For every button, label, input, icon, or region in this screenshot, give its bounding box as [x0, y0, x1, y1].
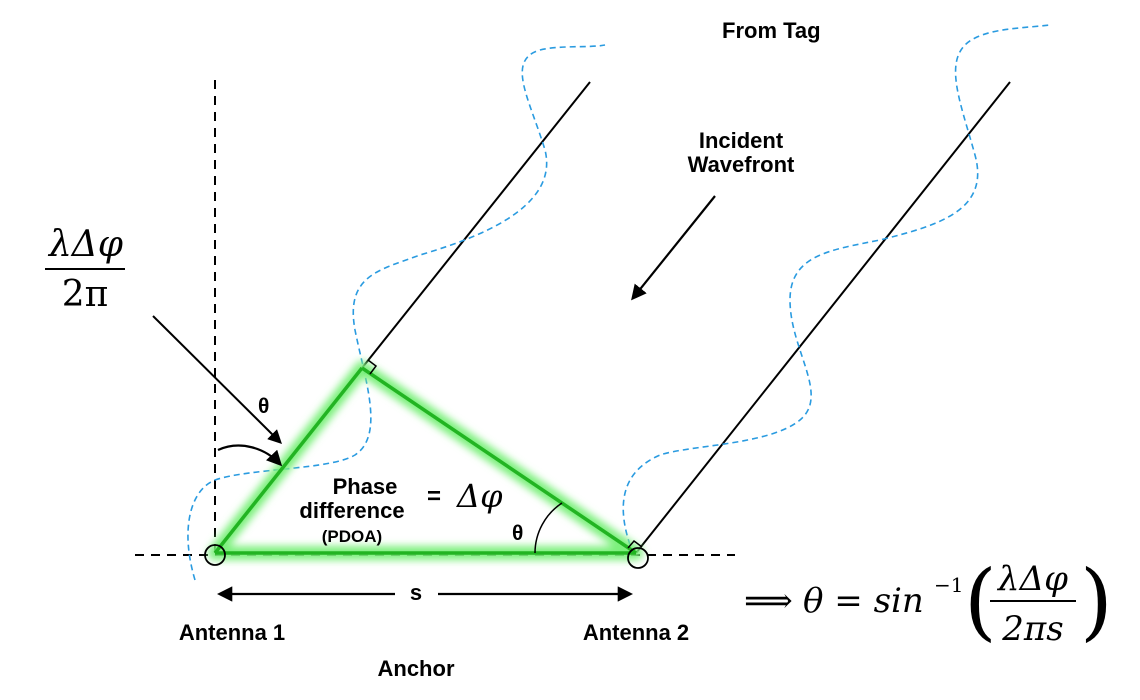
wavefront-direction-arrow — [631, 195, 716, 301]
antenna-2-marker — [627, 547, 649, 569]
incident-label-line2: Wavefront — [688, 152, 795, 177]
right-angle-marker-top — [367, 359, 378, 375]
path-difference-pointer — [152, 315, 282, 444]
antenna-2-label: Antenna 2 — [583, 620, 689, 645]
phase-label-line2: difference — [299, 498, 404, 523]
path-difference-edge — [213, 366, 364, 555]
equals-sign: = — [427, 483, 441, 510]
formula-denominator: 2πs — [1001, 609, 1063, 649]
antenna-1-label: Antenna 1 — [179, 620, 285, 645]
formula-right-paren: ) — [1080, 552, 1113, 650]
formula-lhs: θ = sin — [803, 581, 924, 621]
path-diff-numerator: λΔφ — [47, 224, 124, 265]
path-diff-denominator: 2π — [62, 274, 109, 315]
incident-ray-1 — [361, 81, 591, 369]
incident-wave-2 — [622, 24, 1051, 546]
theta-bottom-arc — [534, 502, 563, 554]
triangle-glow — [208, 361, 643, 560]
antenna-1-marker — [204, 544, 226, 566]
formula-exponent: −1 — [934, 573, 963, 597]
separation-label: s — [410, 580, 422, 605]
delta-phi-label: Δφ — [455, 477, 503, 515]
incident-ray-2 — [635, 81, 1011, 554]
right-angle-marker-antenna2 — [627, 539, 643, 549]
theta-top-arc — [217, 444, 283, 467]
theta-top-label: θ — [258, 395, 269, 418]
incident-label-line1: Incident — [699, 128, 784, 153]
theta-bottom-label: θ — [512, 522, 523, 545]
anchor-label: Anchor — [378, 656, 455, 681]
formula-numerator: λΔφ — [996, 559, 1068, 599]
implies-symbol: ⟹ — [744, 581, 793, 621]
wavefront-edge — [361, 366, 637, 555]
pdoa-label: (PDOA) — [322, 527, 382, 546]
from-tag-label: From Tag — [722, 18, 821, 43]
phase-label-line1: Phase — [333, 474, 398, 499]
